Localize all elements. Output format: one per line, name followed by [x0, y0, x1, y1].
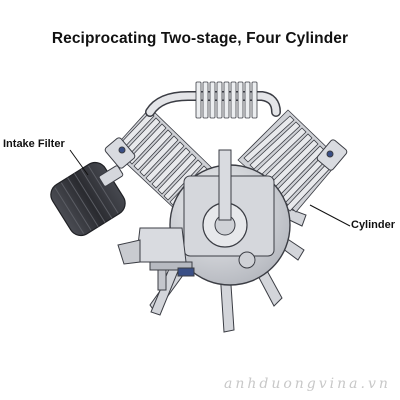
watermark: anhduongvina.vn — [224, 376, 391, 392]
crankcase — [169, 149, 291, 286]
cylinder-leader — [309, 204, 351, 227]
diagram-title: Reciprocating Two-stage, Four Cylinder — [51, 30, 349, 47]
intake-filter-leader — [69, 149, 89, 176]
intake-filter-label: Intake Filter — [3, 138, 65, 150]
valve-heads — [104, 137, 348, 171]
intercooler-fins — [195, 81, 258, 119]
intake-filter — [50, 161, 126, 237]
cylinder-label: Cylinder — [351, 219, 396, 231]
unloader-housing — [117, 227, 195, 291]
right-cylinder-bank — [237, 109, 341, 213]
